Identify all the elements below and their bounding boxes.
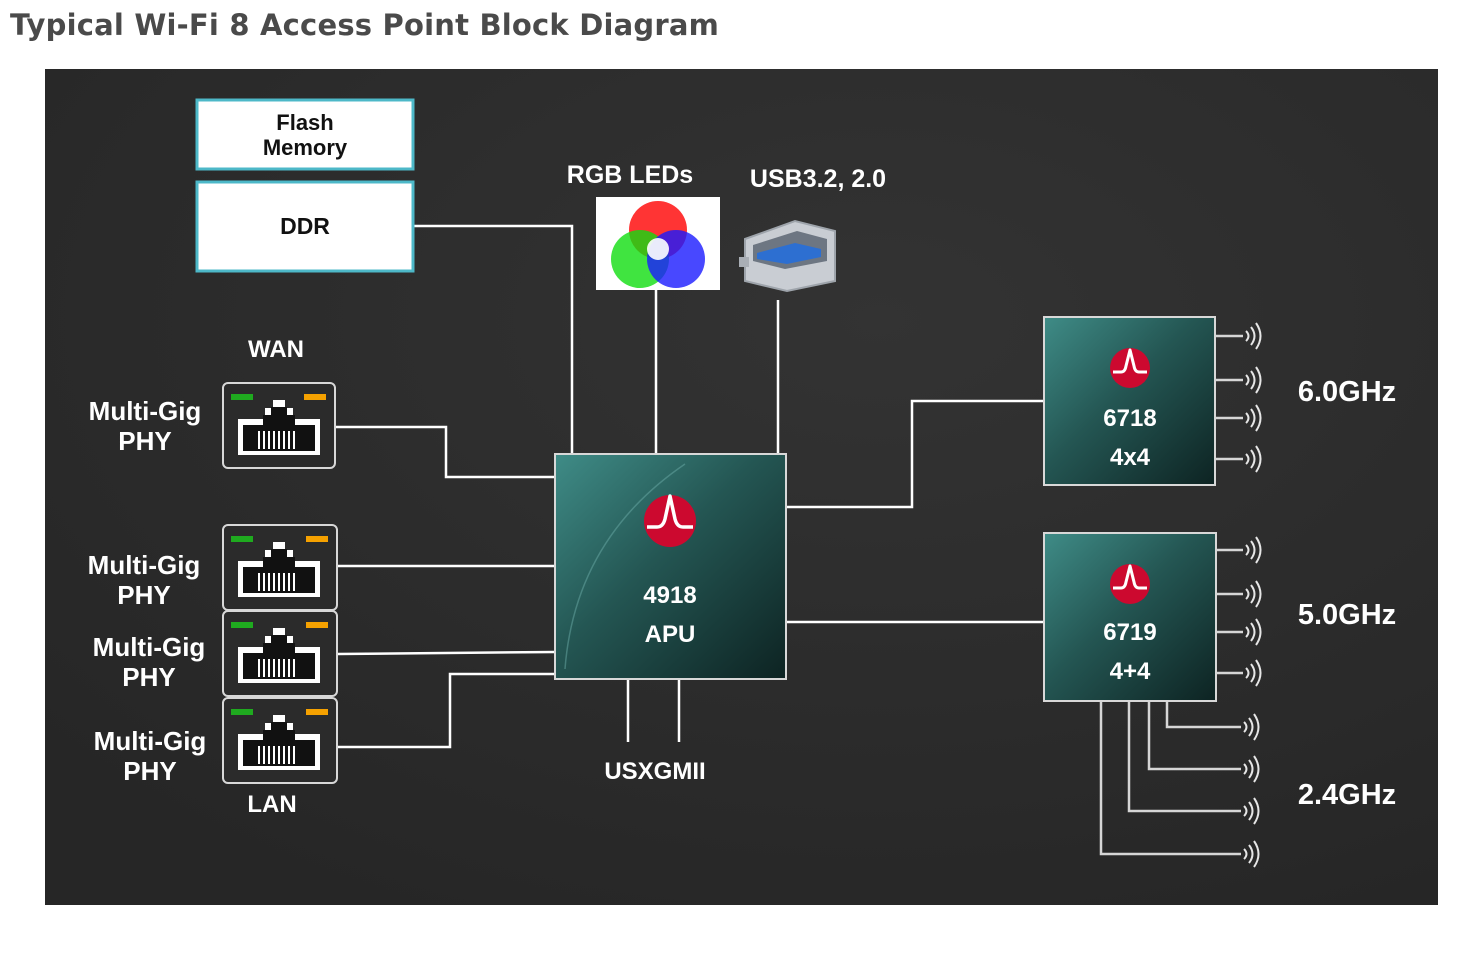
- lan-label: LAN: [247, 791, 296, 818]
- page-title: Typical Wi-Fi 8 Access Point Block Diagr…: [10, 8, 720, 42]
- apu-chip: 4918 APU: [554, 453, 787, 680]
- ddr-label: DDR: [280, 213, 330, 239]
- wifi-wave-icon: [1243, 840, 1260, 868]
- usxgmii-label: USXGMII: [604, 758, 705, 785]
- wan-label: WAN: [248, 336, 304, 363]
- usb-label: USB3.2, 2.0: [750, 165, 886, 193]
- rgb-leds-label: RGB LEDs: [567, 161, 693, 189]
- wifi-wave-icon: [1243, 713, 1260, 741]
- lan-port-1: [222, 524, 338, 611]
- wifi-wave-icon: [1245, 618, 1262, 646]
- radio-chip-6718: 6718 4x4: [1043, 316, 1216, 486]
- broadcom-logo-icon: [644, 494, 696, 547]
- connection-lines: [335, 224, 1243, 856]
- phy-label-lan1-line1: Multi-Gig: [88, 550, 201, 580]
- apu-model: 4918: [643, 582, 696, 609]
- phy-label-lan3-line2: PHY: [123, 756, 176, 786]
- antenna-icons: [1243, 322, 1262, 868]
- lan3-link: [337, 672, 555, 749]
- activity-led-icon: [306, 536, 328, 542]
- activity-led-icon: [304, 394, 326, 400]
- ddr-block: DDR: [195, 180, 415, 273]
- link-led-icon: [231, 394, 253, 400]
- phy-label-lan2-line2: PHY: [122, 662, 175, 692]
- lan-port-3: [222, 697, 338, 784]
- phy-label-wan-line2: PHY: [118, 426, 171, 456]
- flash-label-line2: Memory: [263, 135, 348, 160]
- link-led-icon: [231, 536, 253, 542]
- radio-6719-model: 6719: [1103, 619, 1156, 646]
- phy-label-wan-line1: Multi-Gig: [89, 396, 202, 426]
- wifi-wave-icon: [1245, 445, 1262, 473]
- phy-label-lan2-line1: Multi-Gig: [93, 632, 206, 662]
- broadcom-logo-icon: [1110, 564, 1150, 604]
- apu-name: APU: [645, 621, 696, 648]
- wifi-wave-icon: [1245, 404, 1262, 432]
- radio-6719-config: 4+4: [1110, 658, 1151, 685]
- activity-led-icon: [306, 709, 328, 715]
- lan2-link: [336, 650, 556, 656]
- lan-port-2: [222, 610, 338, 697]
- block-diagram: Flash Memory DDR RGB LEDs USB3.2, 2.0: [45, 69, 1438, 905]
- wifi-wave-icon: [1245, 322, 1262, 350]
- apu-6718-link: [786, 399, 1044, 509]
- wifi-wave-icon: [1245, 580, 1262, 608]
- flash-label-line1: Flash: [276, 110, 333, 135]
- link-led-icon: [231, 622, 253, 628]
- broadcom-logo-icon: [1110, 348, 1150, 388]
- activity-led-icon: [306, 622, 328, 628]
- radio-chip-6719: 6719 4+4: [1043, 532, 1217, 702]
- usb-port-icon: [739, 219, 836, 293]
- wifi-wave-icon: [1243, 797, 1260, 825]
- wifi-wave-icon: [1243, 755, 1260, 783]
- wan-port: [222, 382, 336, 469]
- link-led-icon: [231, 709, 253, 715]
- radio-6718-config: 4x4: [1110, 444, 1151, 471]
- wifi-wave-icon: [1245, 659, 1262, 687]
- wifi-wave-icon: [1245, 536, 1262, 564]
- rgb-led-icon: [596, 197, 720, 290]
- band-24ghz-label: 2.4GHz: [1298, 779, 1396, 811]
- band-5ghz-label: 5.0GHz: [1298, 599, 1396, 631]
- block-diagram-panel: Flash Memory DDR RGB LEDs USB3.2, 2.0: [45, 69, 1438, 905]
- flash-memory-block: Flash Memory: [195, 98, 415, 171]
- wifi-wave-icon: [1245, 366, 1262, 394]
- radio-6718-model: 6718: [1103, 405, 1156, 432]
- wan-link: [335, 425, 555, 479]
- band-6ghz-label: 6.0GHz: [1298, 376, 1396, 408]
- phy-label-lan3-line1: Multi-Gig: [94, 726, 207, 756]
- ddr-link: [413, 224, 574, 454]
- phy-label-lan1-line2: PHY: [117, 580, 170, 610]
